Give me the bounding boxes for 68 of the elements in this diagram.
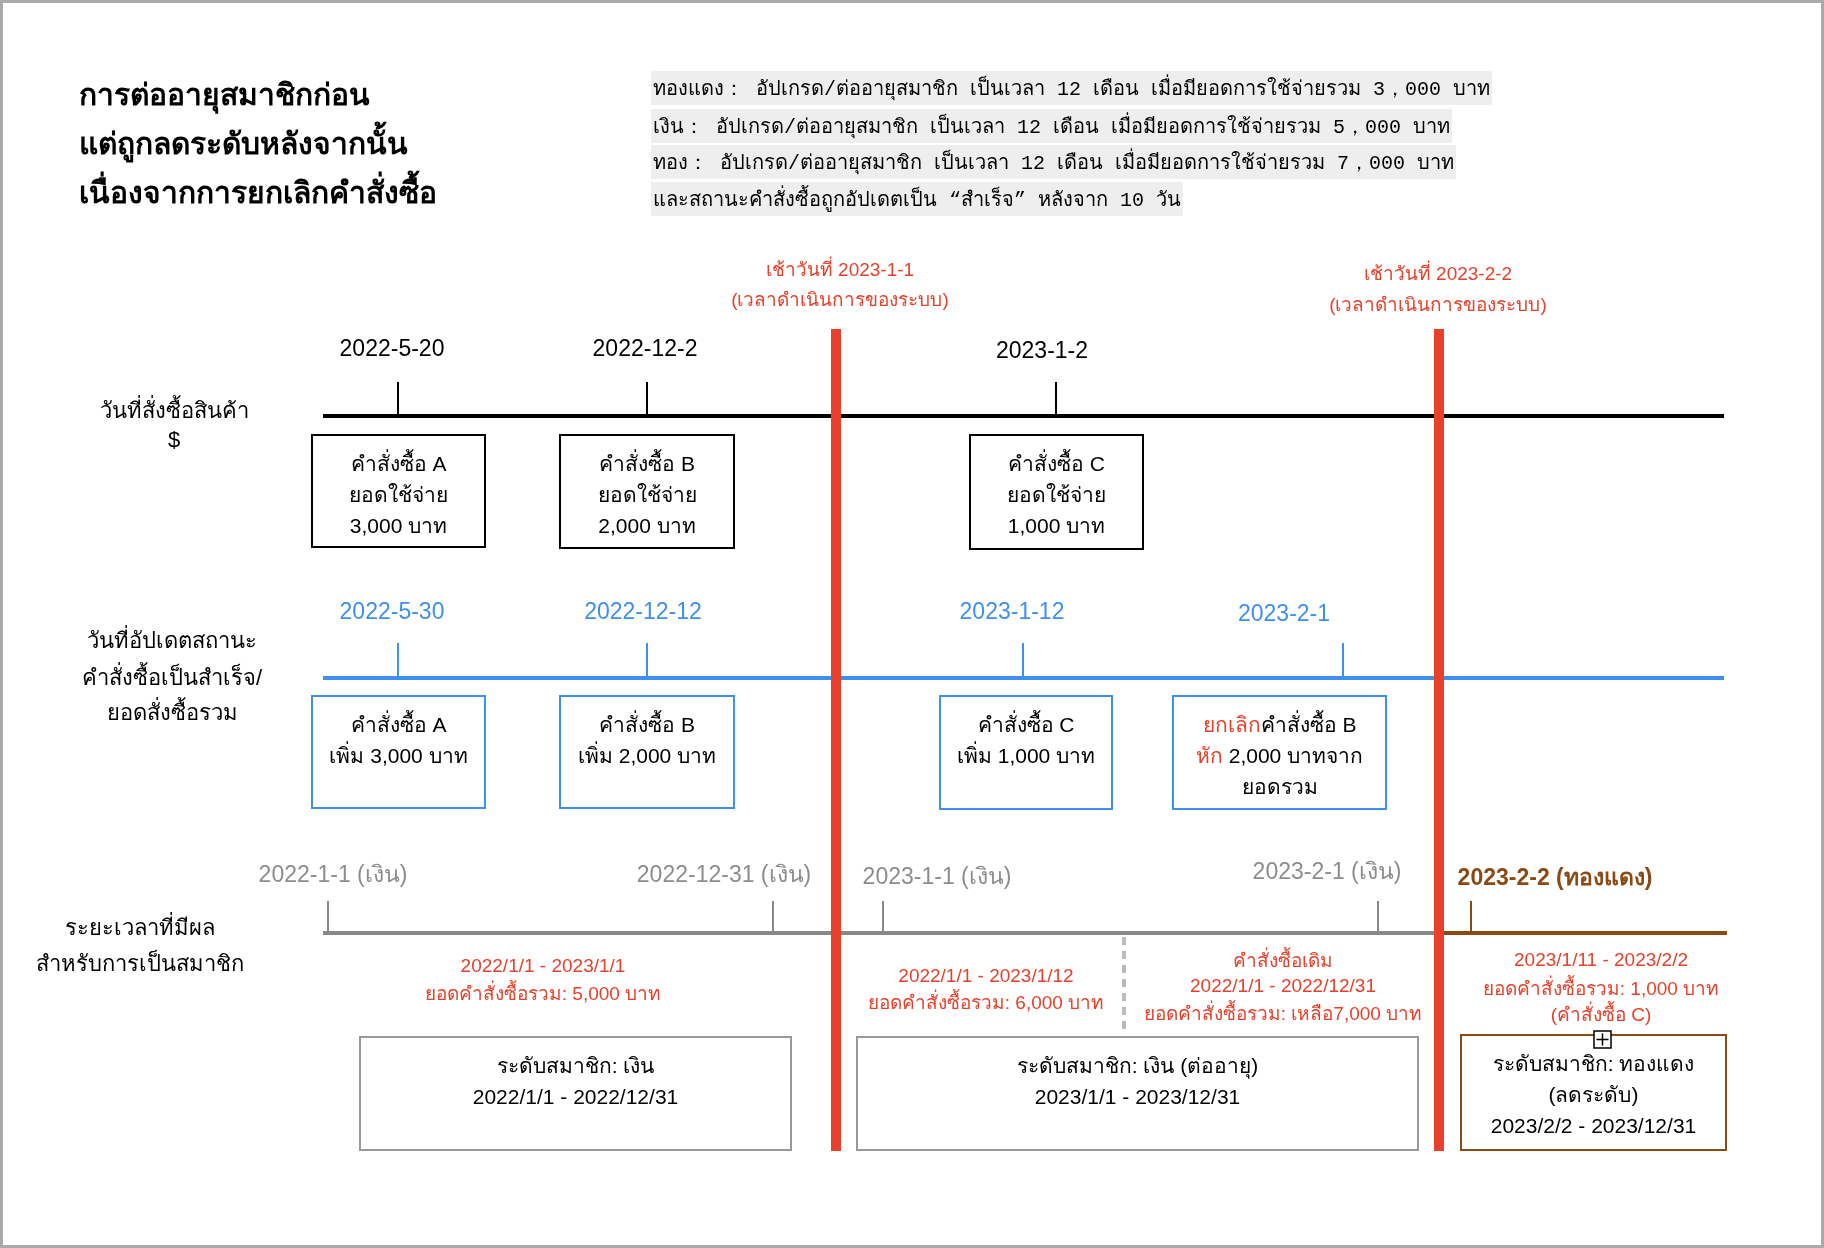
period-note: ยอดคำสั่งซื้อรวม: 1,000 บาท <box>1482 977 1720 1001</box>
box-text: คำสั่งซื้อ C <box>977 709 1075 740</box>
box-text: 2023/1/1 - 2023/12/31 <box>1034 1084 1241 1110</box>
box-text: ระดับสมาชิก: เงิน (ต่ออายุ) <box>1016 1053 1259 1081</box>
box-text: เพิ่ม 1,000 บาท <box>956 740 1096 771</box>
period-note: ยอดคำสั่งซื้อรวม: 5,000 บาท <box>424 982 662 1006</box>
box-text: ระดับสมาชิก: เงิน <box>496 1053 655 1079</box>
box-text: (ลดระดับ) <box>1548 1082 1639 1108</box>
box-text: หัก 2,000 บาทจาก <box>1195 743 1364 769</box>
period-note: 2022/1/1 - 2023/1/1 <box>460 954 626 978</box>
box-text: คำสั่งซื้อ A <box>350 448 447 479</box>
box-text: 2023/2/2 - 2023/12/31 <box>1490 1113 1697 1139</box>
box-text: 1,000 บาท <box>1007 513 1106 539</box>
box-text: คำสั่งซื้อ B <box>599 448 695 479</box>
row-label: $ <box>167 426 181 454</box>
date-label: 2022-5-30 <box>339 598 445 626</box>
box-text: เพิ่ม 2,000 บาท <box>577 740 717 771</box>
box-text: ยอดรวม <box>1241 774 1318 800</box>
row-label: ยอดสั่งซื้อรวม <box>106 699 238 727</box>
period-note: ยอดคำสั่งซื้อรวม: เหลือ7,000 บาท <box>1143 1002 1423 1026</box>
row-label: วันที่อัปเดตสถานะ <box>87 627 257 655</box>
box-text: ยอดใช้จ่าย <box>1007 482 1106 508</box>
box-text: 2022/1/1 - 2022/12/31 <box>472 1084 679 1110</box>
status-box <box>311 695 486 809</box>
box-text: ยอดใช้จ่าย <box>349 482 448 508</box>
date-label: 2022-5-20 <box>339 335 445 363</box>
membership-box <box>1460 1034 1727 1151</box>
period-note: 2022/1/1 - 2022/12/31 <box>1190 974 1376 998</box>
status-box <box>939 695 1113 810</box>
status-box <box>1172 695 1387 810</box>
cutoff-label: (เวลาดำเนินการของระบบ) <box>1329 293 1547 317</box>
date-label: 2023-2-2 (ทองแดง) <box>1457 864 1653 892</box>
box-text: 2,000 บาท <box>598 513 696 539</box>
date-label: 2023-2-1 <box>1237 600 1331 628</box>
box-text: 3,000 บาท <box>349 513 448 539</box>
box-text: ระดับสมาชิก: ทองแดง <box>1492 1051 1695 1077</box>
cutoff-label: (เวลาดำเนินการของระบบ) <box>731 288 949 312</box>
date-label: 2022-12-2 <box>592 335 698 363</box>
box-text: คำสั่งซื้อ A <box>350 709 447 740</box>
box-text: คำสั่งซื้อ B <box>599 709 695 740</box>
row-label: คำสั่งซื้อเป็นสำเร็จ/ <box>81 664 263 692</box>
period-note: ยอดคำสั่งซื้อรวม: 6,000 บาท <box>867 991 1105 1015</box>
period-note: คำสั่งซื้อเดิม <box>1233 949 1333 973</box>
box-text: คำสั่งซื้อ C <box>1008 448 1105 479</box>
date-label: 2023-1-1 (เงิน) <box>862 863 1012 891</box>
order-box <box>559 434 735 549</box>
status-box <box>559 695 735 809</box>
membership-box <box>359 1036 792 1151</box>
box-text: เพิ่ม 3,000 บาท <box>329 740 468 771</box>
row-label: วันที่สั่งซื้อสินค้า <box>99 397 249 425</box>
date-label: 2022-1-1 (เงิน) <box>258 861 408 889</box>
box-text: ยกเลิกคำสั่งซื้อ B <box>1202 709 1357 740</box>
cutoff-label: เช้าวันที่ 2023-1-1 <box>765 258 915 282</box>
period-note: 2022/1/1 - 2023/1/12 <box>898 964 1074 988</box>
date-label: 2022-12-31 (เงิน) <box>636 861 812 889</box>
order-box <box>969 434 1144 550</box>
order-box <box>311 434 486 548</box>
box-text: ยอดใช้จ่าย <box>597 482 697 508</box>
page-title: การต่ออายุสมาชิกก่อน แต่ถูกลดระดับหลังจากนั้น เนื่องจากการยกเลิกคำสั่งซื้อ <box>79 77 438 211</box>
date-label: 2022-12-12 <box>584 598 702 626</box>
date-label: 2023-2-1 (เงิน) <box>1252 858 1402 886</box>
cutoff-label: เช้าวันที่ 2023-2-2 <box>1363 262 1513 286</box>
row-label: ระยะเวลาที่มีผล <box>65 914 215 942</box>
period-note: 2023/1/11 - 2023/2/2 <box>1514 948 1688 972</box>
row-label: สำหรับการเป็นสมาชิก <box>36 950 244 978</box>
membership-box <box>856 1036 1419 1151</box>
date-label: 2023-1-2 <box>995 337 1089 365</box>
date-label: 2023-1-12 <box>959 598 1065 626</box>
